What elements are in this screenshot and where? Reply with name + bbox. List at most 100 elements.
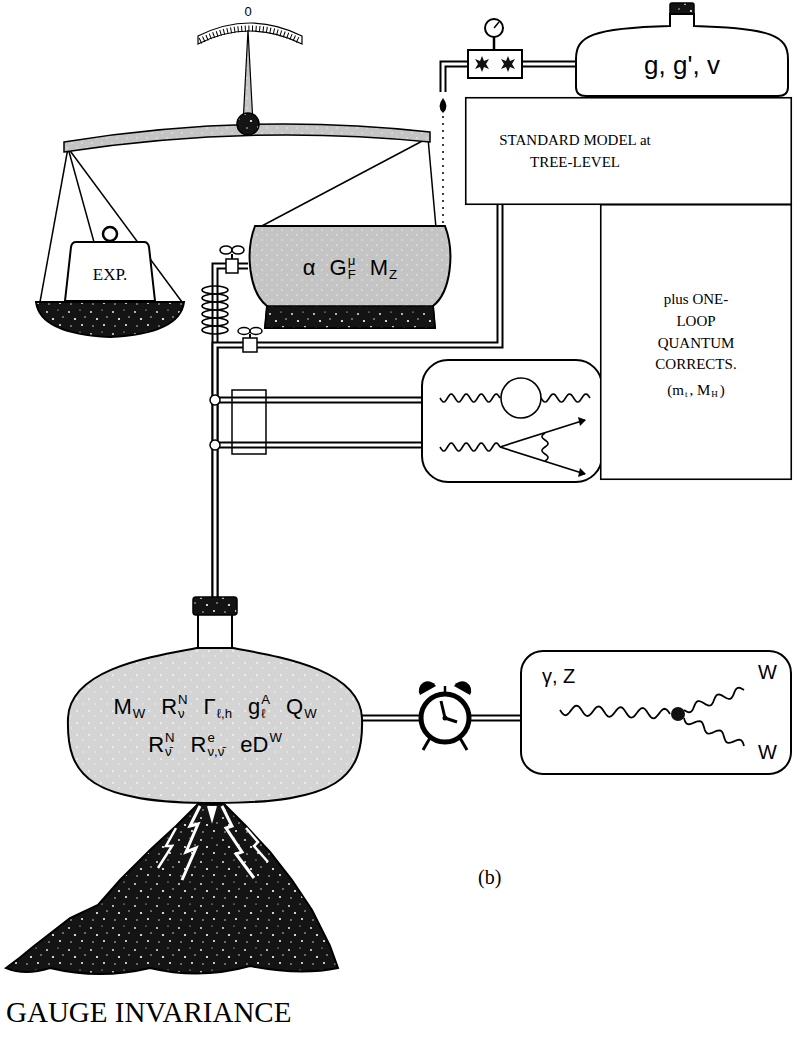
text-row: STANDARD MODEL at TREE-LEVEL xyxy=(488,129,663,174)
node-text: W xyxy=(758,740,777,764)
valve-body xyxy=(226,259,238,273)
clock-pin xyxy=(443,716,448,721)
symbol-group: RNν̄ xyxy=(148,731,174,759)
snow-streak xyxy=(182,806,200,880)
text-row: RNν̄Reν,ν̄ eDW xyxy=(148,731,282,759)
internal-line xyxy=(542,433,548,461)
node-text: ν,ν̄ xyxy=(207,745,224,759)
symbol-group: eDW xyxy=(240,731,282,759)
script-spacer xyxy=(711,380,718,389)
symbol-group: Γℓ,h xyxy=(204,693,232,721)
snow-cap xyxy=(208,806,216,820)
node-text: μ xyxy=(348,254,356,268)
script-spacer xyxy=(389,254,397,268)
valve-handle xyxy=(232,246,244,254)
drip-path xyxy=(442,116,444,226)
symbol-group: MW xyxy=(113,693,145,721)
meter-scale xyxy=(198,23,302,44)
symbol-group: EXP. xyxy=(93,265,127,285)
snow-streak xyxy=(158,828,176,868)
pot-outline xyxy=(250,226,451,328)
script-stack: eν,ν̄ xyxy=(207,731,224,759)
clock-leg xyxy=(460,738,467,750)
input-pot: αGμFMZ xyxy=(245,222,455,330)
coil-turn xyxy=(202,286,228,294)
node-text: W xyxy=(133,707,145,721)
balance-needle xyxy=(243,30,253,124)
boson-line xyxy=(684,718,744,746)
valve-wheel xyxy=(475,56,489,72)
node-text: , M xyxy=(689,381,710,399)
node-text: W xyxy=(758,660,777,684)
valve-box xyxy=(468,50,522,78)
pipe-bore xyxy=(215,399,422,402)
node-text: t xyxy=(685,390,688,399)
photon-line xyxy=(440,394,500,402)
weight-outline xyxy=(65,242,155,301)
valve-body xyxy=(243,338,257,352)
pipe-joint xyxy=(210,440,220,450)
symbol-group: plus ONE-LOOP QUANTUM CORRECTS. xyxy=(649,289,744,376)
node-text: M xyxy=(113,694,131,720)
box-outline xyxy=(521,651,791,774)
pan-string xyxy=(258,138,428,228)
text-row: MWRNνΓℓ,hgAℓQW xyxy=(113,693,316,721)
node-text: F xyxy=(348,268,356,282)
clock-leg xyxy=(423,738,430,750)
meter-zero: 0 xyxy=(244,4,251,19)
snow-streak xyxy=(222,806,254,878)
node-text: STANDARD MODEL at TREE-LEVEL xyxy=(488,129,663,174)
script-stack: Nν xyxy=(178,693,188,721)
script-stack: H xyxy=(711,380,718,399)
node-text: ν̄ xyxy=(165,745,175,759)
scale-ticks xyxy=(200,29,300,42)
text-row: αGμFMZ xyxy=(303,254,397,282)
beam-pivot xyxy=(237,113,259,135)
photon-line xyxy=(541,394,590,402)
flask-outline xyxy=(68,648,362,803)
node-text: Z xyxy=(389,268,397,282)
script-spacer xyxy=(269,745,281,759)
node-text: α xyxy=(303,255,316,281)
pipe-bracket xyxy=(232,390,266,454)
node-text: g xyxy=(248,694,260,720)
script-stack: W xyxy=(269,731,281,759)
node-content: αGμFMZ xyxy=(303,254,397,282)
node-text: Γ xyxy=(204,694,216,720)
pipe-coil xyxy=(202,286,228,334)
pan-valve xyxy=(220,246,244,273)
symbol-group: QW xyxy=(286,693,317,721)
alarm-clock xyxy=(419,681,471,750)
clock-bell xyxy=(454,681,471,695)
script-spacer xyxy=(217,693,232,707)
script-stack: W xyxy=(304,693,316,721)
node-text: plus ONE-LOOP QUANTUM CORRECTS. xyxy=(649,289,744,376)
snow-streak xyxy=(246,828,268,862)
neck xyxy=(198,612,232,652)
cork xyxy=(193,597,237,615)
node-text: e xyxy=(207,731,224,745)
valve-stem xyxy=(249,334,251,338)
shape-outline xyxy=(465,97,792,205)
clock-hand xyxy=(441,701,445,718)
script-stack: Nν̄ xyxy=(165,731,175,759)
pipe-bore xyxy=(215,444,422,447)
script-stack: ℓ,h xyxy=(217,693,232,721)
pipe-wall xyxy=(215,266,248,649)
gauge-needle xyxy=(494,22,499,28)
pressure-gauge xyxy=(485,19,503,37)
symbol-group: RNν xyxy=(161,693,187,721)
node-content: plus ONE-LOOP QUANTUM CORRECTS.(mt, MH) xyxy=(649,289,744,399)
symbol-group: , MH xyxy=(689,380,717,399)
node-text: R xyxy=(161,694,177,720)
text-row: EXP. xyxy=(93,265,127,285)
coil-turn xyxy=(202,326,228,334)
symbol-group: ) xyxy=(720,381,725,399)
fermion-arrow xyxy=(578,468,586,477)
node-text: g, g', v xyxy=(644,50,720,81)
script-stack: Z xyxy=(389,254,397,282)
flask-neck xyxy=(193,597,237,652)
node-text: M xyxy=(370,255,388,281)
weight-ring xyxy=(103,227,117,241)
node-text: R xyxy=(148,732,164,758)
